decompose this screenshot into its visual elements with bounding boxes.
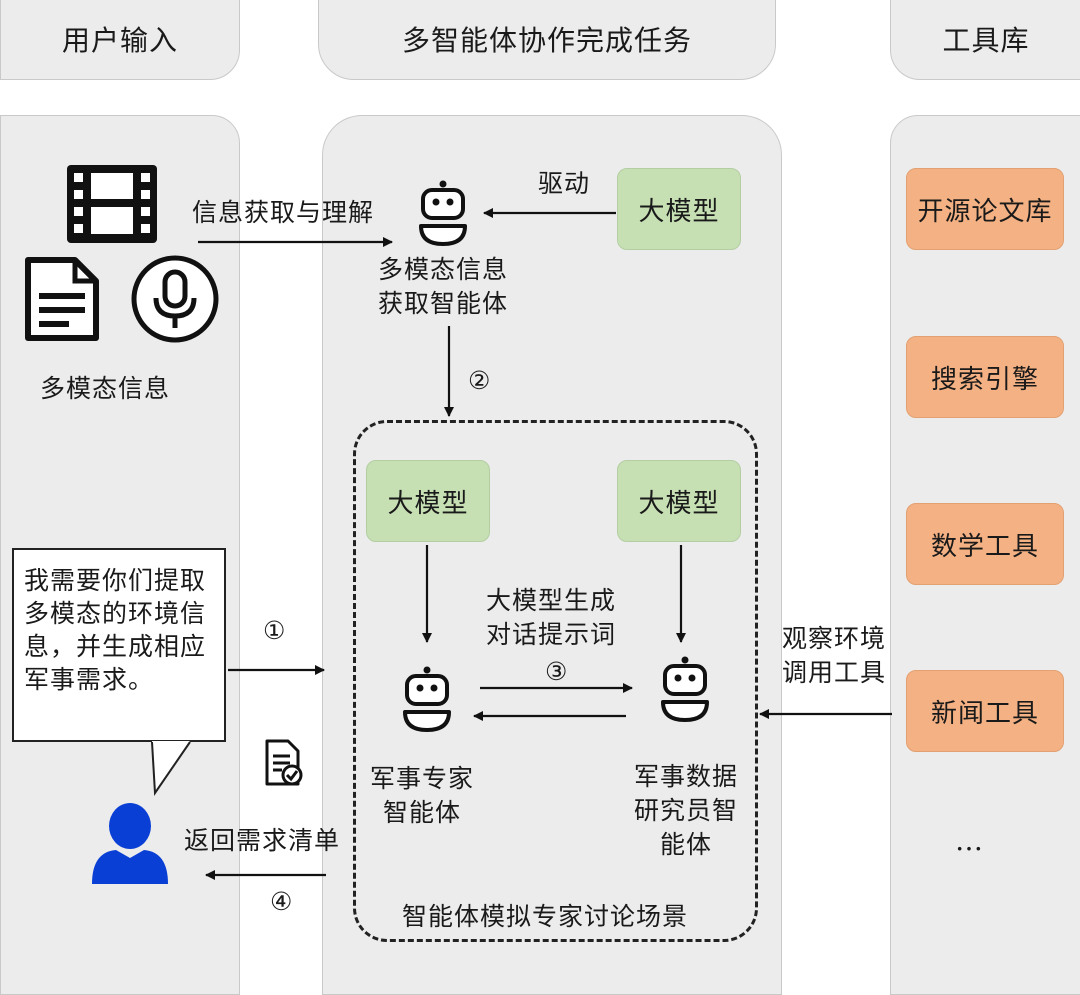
tool-paper-library: 开源论文库 bbox=[906, 168, 1064, 250]
scene-label: 智能体模拟专家讨论场景 bbox=[402, 902, 689, 931]
drive-label: 驱动 bbox=[538, 169, 591, 198]
researcher-agent-line2: 研究员智 bbox=[634, 796, 739, 825]
microphone-icon bbox=[131, 255, 219, 343]
document-icon bbox=[25, 257, 99, 341]
expert-discussion-scene bbox=[353, 420, 758, 942]
step-1-marker: ① bbox=[263, 616, 287, 645]
header-tool-library: 工具库 bbox=[890, 0, 1080, 80]
step-3-marker: ③ bbox=[545, 657, 569, 686]
researcher-agent-line1: 军事数据 bbox=[634, 762, 739, 791]
expert-agent-line1: 军事专家 bbox=[370, 764, 475, 793]
tool-search-engine: 搜索引擎 bbox=[906, 336, 1064, 418]
user-request-bubble: 我需要你们提取多模态的环境信息，并生成相应军事需求。 bbox=[12, 548, 226, 742]
observe-env-label: 观察环境 调用工具 bbox=[782, 622, 886, 690]
multimodal-info-label: 多模态信息 bbox=[40, 374, 171, 403]
researcher-agent-label: 军事数据 研究员智 能体 bbox=[634, 760, 738, 862]
observe-env-line1: 观察环境 bbox=[782, 624, 887, 653]
step-4-marker: ④ bbox=[270, 887, 294, 916]
film-icon bbox=[67, 165, 157, 243]
robot-icon-expert bbox=[403, 666, 451, 732]
robot-icon-researcher bbox=[661, 656, 709, 722]
step-2-marker: ② bbox=[468, 366, 492, 395]
tool-news: 新闻工具 bbox=[906, 670, 1064, 752]
document-check-icon bbox=[265, 739, 303, 786]
llm-box-left: 大模型 bbox=[366, 460, 490, 542]
info-agent-line2: 获取智能体 bbox=[378, 289, 509, 318]
observe-env-line2: 调用工具 bbox=[782, 658, 887, 687]
info-agent-line1: 多模态信息 bbox=[378, 255, 509, 284]
robot-icon-info-agent bbox=[419, 180, 467, 246]
prompt-gen-line1: 大模型生成 bbox=[486, 586, 617, 615]
speech-bubble-tail bbox=[151, 741, 191, 796]
header-multi-agent: 多智能体协作完成任务 bbox=[318, 0, 776, 80]
expert-agent-line2: 智能体 bbox=[383, 798, 462, 827]
llm-box-top: 大模型 bbox=[617, 168, 741, 250]
user-request-text: 我需要你们提取多模态的环境信息，并生成相应军事需求。 bbox=[24, 566, 207, 694]
expert-agent-label: 军事专家 智能体 bbox=[370, 762, 474, 830]
panel-multi-agent bbox=[322, 115, 782, 995]
info-agent-label: 多模态信息 获取智能体 bbox=[378, 253, 508, 321]
return-list-label: 返回需求清单 bbox=[184, 826, 341, 855]
more-tools-ellipsis: … bbox=[955, 824, 984, 857]
info-acquire-label: 信息获取与理解 bbox=[192, 198, 375, 227]
prompt-gen-label: 大模型生成 对话提示词 bbox=[486, 584, 616, 652]
tool-math: 数学工具 bbox=[906, 503, 1064, 585]
user-icon bbox=[92, 803, 168, 884]
prompt-gen-line2: 对话提示词 bbox=[486, 620, 617, 649]
researcher-agent-line3: 能体 bbox=[660, 830, 713, 859]
header-user-input: 用户输入 bbox=[0, 0, 240, 80]
llm-box-right: 大模型 bbox=[617, 460, 741, 542]
